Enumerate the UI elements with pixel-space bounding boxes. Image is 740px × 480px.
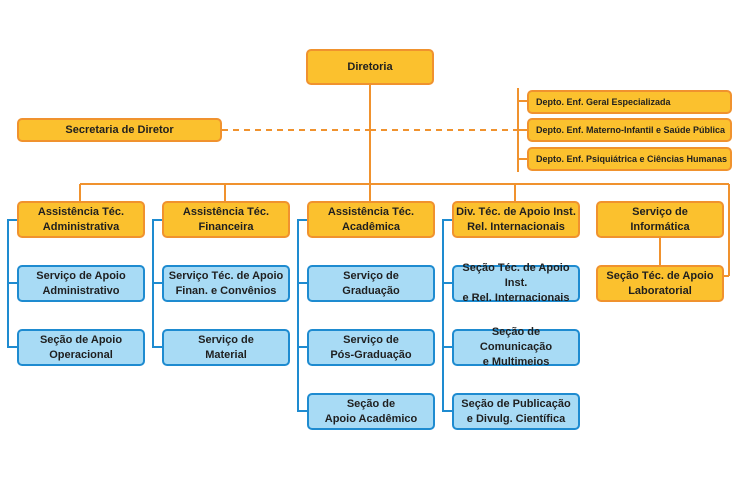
node-secao-publicacao-divulgacao: Seção de Publicação e Divulg. Científica [452, 393, 580, 430]
node-servico-apoio-administrativo: Serviço de Apoio Administrativo [17, 265, 145, 302]
node-secao-apoio-operacional: Seção de Apoio Operacional [17, 329, 145, 366]
node-assistencia-administrativa: Assistência Téc. Administrativa [17, 201, 145, 238]
node-assistencia-financeira: Assistência Téc. Financeira [162, 201, 290, 238]
node-servico-apoio-financeiro: Serviço Téc. de Apoio Finan. e Convênios [162, 265, 290, 302]
node-servico-material: Serviço de Material [162, 329, 290, 366]
node-depto-geral: Depto. Enf. Geral Especializada [527, 90, 732, 114]
node-secao-relacoes-internacionais: Seção Téc. de Apoio Inst. e Rel. Interna… [452, 262, 580, 304]
node-servico-informatica: Serviço de Informática [596, 201, 724, 238]
connector-col3-children [297, 219, 307, 412]
node-diretoria: Diretoria [306, 49, 434, 85]
node-servico-pos-graduacao: Serviço de Pós-Graduação [307, 329, 435, 366]
node-secao-apoio-academico: Seção de Apoio Acadêmico [307, 393, 435, 430]
node-secretaria-de-diretor: Secretaria de Diretor [17, 118, 222, 142]
node-secao-apoio-laboratorial: Seção Téc. de Apoio Laboratorial [596, 265, 724, 302]
node-secao-comunicacao-multimeios: Seção de Comunicação e Multimeios [452, 326, 580, 368]
node-depto-materno-infantil: Depto. Enf. Materno-Infantil e Saúde Púb… [527, 118, 732, 142]
node-div-relacoes-internacionais: Div. Téc. de Apoio Inst. Rel. Internacio… [452, 201, 580, 238]
node-depto-psiquiatrica: Depto. Enf. Psiquiátrica e Ciências Huma… [527, 147, 732, 171]
node-servico-graduacao: Serviço de Graduação [307, 265, 435, 302]
connector-col4-children [442, 219, 452, 412]
node-assistencia-academica: Assistência Téc. Acadêmica [307, 201, 435, 238]
